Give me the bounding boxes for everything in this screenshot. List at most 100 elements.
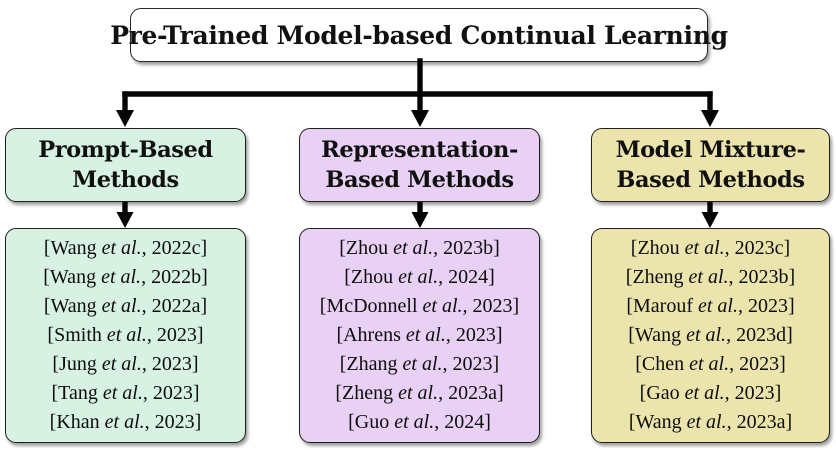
citation-year-text: , 2022a] <box>141 295 208 317</box>
citation-year-text: , 2023] <box>146 324 204 346</box>
citation-etal-text: et al. <box>101 295 142 317</box>
citation-author-text: [Wang <box>43 295 102 317</box>
citation-item: [McDonnell et al., 2023] <box>320 292 519 321</box>
citation-author-text: [Zheng <box>625 266 689 288</box>
citation-etal-text: et al. <box>405 324 446 346</box>
citation-item: [Zhou et al., 2023c] <box>626 234 795 263</box>
citation-item: [Zheng et al., 2023a] <box>320 379 519 408</box>
citation-year-text: , 2023] <box>141 353 199 375</box>
citation-list: [Zhou et al., 2023b][Zhou et al., 2024][… <box>320 234 519 437</box>
citation-etal-text: et al. <box>398 266 439 288</box>
citation-author-text: [Gao <box>639 382 685 404</box>
category-box-prompt-based: Prompt-Based Methods <box>5 128 246 202</box>
column-prompt-based: Prompt-Based Methods [Wang et al., 2022c… <box>5 0 246 450</box>
citation-year-text: , 2023] <box>729 353 786 375</box>
citation-year-text: , 2024] <box>438 266 495 288</box>
citation-item: [Zhou et al., 2024] <box>320 263 519 292</box>
category-title-line: Based Methods <box>325 167 514 193</box>
category-title-line: Methods <box>72 167 179 193</box>
citation-etal-text: et al. <box>684 382 725 404</box>
citation-etal-text: et al. <box>104 411 145 433</box>
column-representation-based: Representation- Based Methods [Zhou et a… <box>299 0 540 450</box>
citation-etal-text: et al. <box>697 295 738 317</box>
citation-author-text: [Jung <box>52 353 102 375</box>
citation-author-text: [Guo <box>348 411 395 433</box>
citation-author-text: [Wang <box>628 324 687 346</box>
citation-author-text: [Zheng <box>335 382 399 404</box>
citation-list: [Zhou et al., 2023c][Zheng et al., 2023b… <box>626 234 795 437</box>
citation-year-text: , 2023] <box>142 382 200 404</box>
citation-etal-text: et al. <box>402 353 443 375</box>
citation-author-text: [Marouf <box>626 295 698 317</box>
citation-author-text: [Zhou <box>630 237 685 259</box>
citation-year-text: , 2023c] <box>724 237 791 259</box>
citation-list: [Wang et al., 2022c][Wang et al., 2022b]… <box>43 234 207 437</box>
citation-item: [Wang et al., 2023d] <box>626 321 795 350</box>
citations-box-model-mixture-based: [Zhou et al., 2023c][Zheng et al., 2023b… <box>591 228 830 443</box>
citation-year-text: , 2023] <box>144 411 202 433</box>
citation-etal-text: et al. <box>398 382 439 404</box>
citation-year-text: , 2022c] <box>141 237 208 259</box>
category-box-representation-based: Representation- Based Methods <box>299 128 540 202</box>
citation-author-text: [Wang <box>628 411 687 433</box>
citation-etal-text: et al. <box>689 353 730 375</box>
citation-author-text: [Zhou <box>344 266 399 288</box>
citation-item: [Wang et al., 2022c] <box>43 234 207 263</box>
column-model-mixture-based: Model Mixture- Based Methods [Zhou et al… <box>591 0 830 450</box>
citation-author-text: [McDonnell <box>319 295 423 317</box>
citation-author-text: [Wang <box>43 266 102 288</box>
citation-item: [Zhou et al., 2023b] <box>320 234 519 263</box>
citation-year-text: , 2023] <box>442 353 500 375</box>
citation-item: [Chen et al., 2023] <box>626 350 795 379</box>
citation-item: [Ahrens et al., 2023] <box>320 321 519 350</box>
citation-item: [Zhang et al., 2023] <box>320 350 519 379</box>
citation-item: [Wang et al., 2022b] <box>43 263 207 292</box>
citation-year-text: , 2023a] <box>438 382 504 404</box>
citation-author-text: [Chen <box>635 353 690 375</box>
citation-author-text: [Khan <box>49 411 105 433</box>
citation-etal-text: et al. <box>102 382 143 404</box>
citation-author-text: [Zhou <box>339 237 394 259</box>
citation-year-text: , 2023] <box>445 324 503 346</box>
citation-item: [Smith et al., 2023] <box>43 321 207 350</box>
citation-year-text: , 2023] <box>724 382 782 404</box>
citation-year-text: , 2023b] <box>728 266 796 288</box>
citation-etal-text: et al. <box>101 353 142 375</box>
citation-year-text: , 2023a] <box>726 411 793 433</box>
citation-year-text: , 2023] <box>462 295 520 317</box>
citation-author-text: [Wang <box>43 237 102 259</box>
citation-item: [Wang et al., 2022a] <box>43 292 207 321</box>
citation-item: [Tang et al., 2023] <box>43 379 207 408</box>
citation-item: [Marouf et al., 2023] <box>626 292 795 321</box>
citation-etal-text: et al. <box>422 295 463 317</box>
citations-box-prompt-based: [Wang et al., 2022c][Wang et al., 2022b]… <box>5 228 246 443</box>
citation-etal-text: et al. <box>393 237 434 259</box>
citation-year-text: , 2023d] <box>726 324 793 346</box>
root-node-box: Pre-Trained Model-based Continual Learni… <box>110 8 728 62</box>
citation-etal-text: et al. <box>101 266 142 288</box>
category-box-model-mixture-based: Model Mixture- Based Methods <box>591 128 830 202</box>
citation-etal-text: et al. <box>684 237 725 259</box>
citation-etal-text: et al. <box>394 411 435 433</box>
citation-etal-text: et al. <box>101 237 142 259</box>
citation-item: [Jung et al., 2023] <box>43 350 207 379</box>
citation-item: [Khan et al., 2023] <box>43 408 207 437</box>
citation-year-text: , 2024] <box>434 411 491 433</box>
citation-etal-text: et al. <box>688 266 729 288</box>
citation-item: [Zheng et al., 2023b] <box>626 263 795 292</box>
citation-author-text: [Zhang <box>339 353 403 375</box>
citation-author-text: [Smith <box>47 324 107 346</box>
citation-year-text: , 2023] <box>737 295 795 317</box>
category-title-line: Prompt-Based <box>38 137 213 163</box>
root-node-title: Pre-Trained Model-based Continual Learni… <box>110 20 728 50</box>
category-title-line: Representation- <box>321 137 518 163</box>
citation-author-text: [Ahrens <box>336 324 406 346</box>
category-title-line: Model Mixture- <box>615 137 806 163</box>
citation-year-text: , 2023b] <box>433 237 500 259</box>
citation-etal-text: et al. <box>106 324 147 346</box>
citation-year-text: , 2022b] <box>141 266 208 288</box>
citation-etal-text: et al. <box>686 411 727 433</box>
citations-box-representation-based: [Zhou et al., 2023b][Zhou et al., 2024][… <box>299 228 540 443</box>
category-title-line: Based Methods <box>616 167 805 193</box>
